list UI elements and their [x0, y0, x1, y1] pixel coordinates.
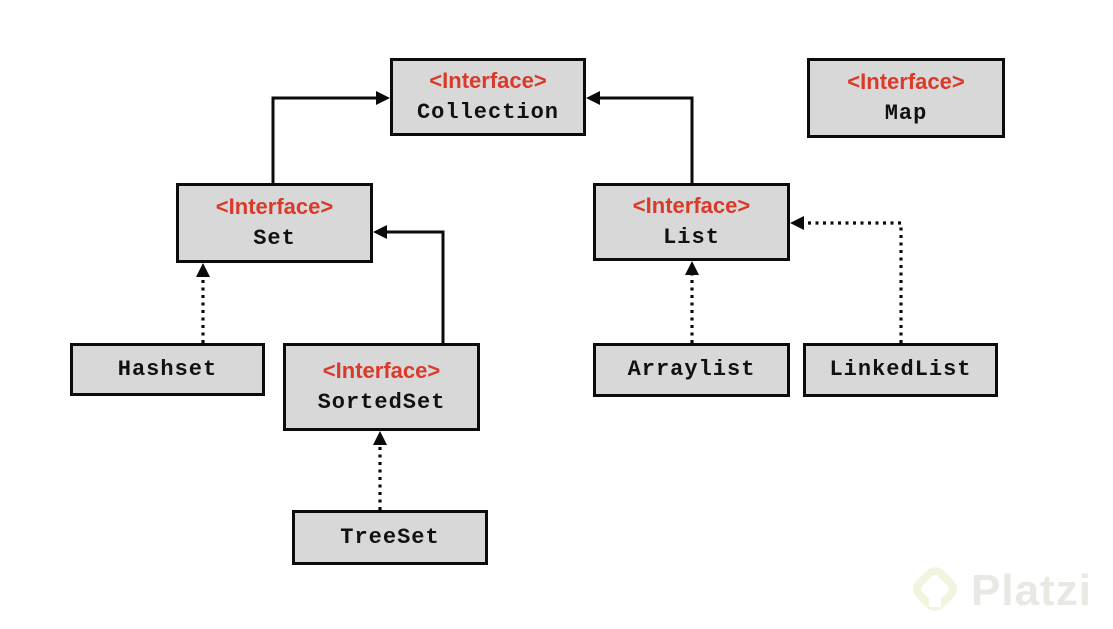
node-collection: <Interface> Collection	[390, 58, 586, 136]
class-name: List	[663, 225, 720, 250]
class-name: LinkedList	[829, 357, 972, 382]
edge-linkedlist-to-list	[804, 221, 903, 343]
node-set: <Interface> Set	[176, 183, 373, 263]
arrowhead-into-collection-right	[586, 91, 600, 105]
class-name: Arraylist	[627, 357, 756, 382]
arrowhead-into-collection-left	[376, 91, 390, 105]
stereotype-label: <Interface>	[847, 69, 965, 94]
platzi-wordmark: Platzi	[971, 566, 1092, 615]
stereotype-label: <Interface>	[429, 68, 547, 93]
class-name: Map	[884, 101, 928, 126]
class-name: Hashset	[117, 356, 218, 382]
node-linkedlist: LinkedList	[803, 343, 998, 397]
class-name: SortedSet	[317, 390, 446, 415]
class-name: Collection	[416, 100, 560, 125]
node-arraylist: Arraylist	[593, 343, 790, 397]
edge-sortedset-to-set	[387, 230, 445, 343]
platzi-watermark: Platzi	[913, 566, 1092, 615]
arrowhead-into-list-bottom	[685, 261, 699, 275]
class-name: TreeSet	[340, 524, 440, 550]
node-treeset: TreeSet	[292, 510, 488, 565]
stereotype-label: <Interface>	[215, 194, 334, 219]
platzi-logo-icon	[913, 567, 957, 611]
edge-list-to-collection	[600, 96, 694, 183]
class-name: Set	[253, 226, 296, 251]
stereotype-label: <Interface>	[322, 358, 441, 383]
arrowhead-into-sortedset-bottom	[373, 431, 387, 445]
arrowhead-into-list-right	[790, 216, 804, 230]
node-sortedset: <Interface> SortedSet	[283, 343, 480, 431]
arrowhead-into-set-bottom	[196, 263, 210, 277]
node-list: <Interface> List	[593, 183, 790, 261]
arrowhead-into-set-right	[373, 225, 387, 239]
stereotype-label: <Interface>	[632, 193, 751, 218]
edge-set-to-collection	[271, 96, 376, 183]
node-map: <Interface> Map	[807, 58, 1005, 138]
node-hashset: Hashset	[70, 343, 265, 396]
